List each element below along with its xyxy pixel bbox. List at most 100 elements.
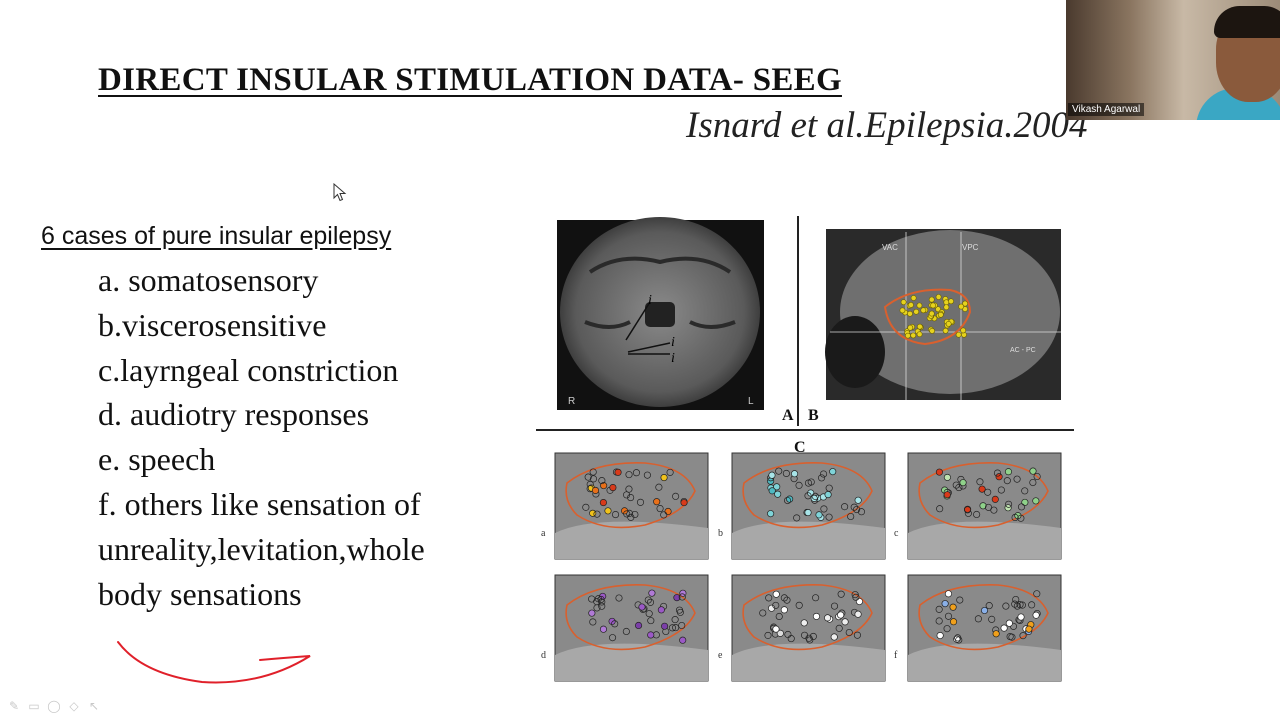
slide-title: DIRECT INSULAR STIMULATION DATA- SEEG xyxy=(98,62,842,98)
panel-label-a: A xyxy=(782,407,794,424)
mri-sagittal-panel: VAC VPC AC - PC xyxy=(825,229,1061,400)
electrode-dot xyxy=(656,505,664,513)
electrode-dot xyxy=(589,509,597,517)
insula-map-e: e xyxy=(718,574,886,682)
electrode-dot xyxy=(835,624,843,632)
mouse-cursor xyxy=(333,183,347,202)
electrode-dot xyxy=(647,617,655,625)
mri-label-i3: i xyxy=(671,351,675,366)
electrode-dot xyxy=(591,486,600,494)
electrode-dot xyxy=(774,490,782,498)
electrode-dot xyxy=(772,625,780,633)
electrode-dot xyxy=(1029,478,1037,487)
electrode-dot xyxy=(830,602,839,610)
electrode-dot xyxy=(775,612,783,621)
electrode-dot xyxy=(804,479,813,487)
electrode-dot xyxy=(941,600,949,608)
electrode-dot xyxy=(824,491,832,499)
electrode-dot xyxy=(1011,513,1019,522)
electrode-dot xyxy=(853,505,861,514)
sagittal-label-acpc: AC - PC xyxy=(1010,347,1036,354)
annotation-toolbar[interactable]: ✎ ▭ ◯ ◇ ↖ xyxy=(6,699,102,713)
electrode-dot xyxy=(928,296,935,303)
electrode-dot xyxy=(857,508,866,516)
electrode-dot xyxy=(809,632,817,640)
citation: Isnard et al.Epilepsia.2004 xyxy=(686,105,1088,146)
electrode-dot xyxy=(993,469,1002,477)
list-item: d. audiotry responses xyxy=(98,396,370,433)
electrode-dot xyxy=(1021,487,1029,495)
electrode-dot xyxy=(837,590,845,598)
electrode-dot xyxy=(775,467,783,475)
electrode-dot xyxy=(980,606,989,615)
electrode-dot xyxy=(959,479,967,487)
electrode-dot xyxy=(935,617,943,625)
electrode-dot xyxy=(853,631,861,639)
list-item: a. somatosensory xyxy=(98,262,319,298)
electrode-dot xyxy=(936,505,944,513)
electrode-dot xyxy=(820,505,828,513)
electrode-dot xyxy=(657,606,665,614)
pen-icon[interactable]: ✎ xyxy=(8,699,20,713)
electrode-dot xyxy=(928,310,935,317)
mri-label-i2: i xyxy=(671,335,675,350)
electrode-dot xyxy=(851,591,859,599)
electrode-dot xyxy=(990,506,998,514)
electrode-dot xyxy=(1028,601,1036,609)
participant-name: Vikash Agarwal xyxy=(1068,103,1145,116)
pointer-icon[interactable]: ↖ xyxy=(88,699,100,713)
electrode-dot xyxy=(1019,632,1027,640)
electrode-dot xyxy=(907,310,913,317)
electrode-dot xyxy=(604,507,612,515)
electrode-dot xyxy=(661,622,669,630)
electrode-dot xyxy=(943,625,951,633)
electrode-dot xyxy=(1005,619,1013,627)
electrode-dot xyxy=(1005,500,1013,508)
electrode-dot xyxy=(945,321,952,327)
electrode-dot xyxy=(671,616,679,624)
electrode-dot xyxy=(584,473,592,481)
electrode-dot xyxy=(910,332,917,339)
rectangle-icon[interactable]: ▭ xyxy=(28,699,40,713)
electrode-dot xyxy=(955,331,962,338)
insula-map-b: b xyxy=(718,452,886,560)
sub-panel-label-f: f xyxy=(894,650,898,661)
electrode-dot xyxy=(795,601,803,609)
electrode-dot xyxy=(958,303,965,310)
electrode-dot xyxy=(1011,600,1019,608)
electrode-dot xyxy=(1002,602,1010,610)
electrode-dot xyxy=(960,327,967,334)
electrode-dot xyxy=(824,614,832,622)
electrode-dot xyxy=(984,488,992,496)
orientation-label-l: L xyxy=(748,396,754,407)
electrode-dot xyxy=(935,294,942,300)
insula-map-f: f xyxy=(894,574,1062,682)
electrode-dot xyxy=(1017,613,1025,621)
electrode-dot xyxy=(679,636,687,644)
electrode-dot xyxy=(820,470,828,478)
electrode-dot xyxy=(632,469,640,477)
highlighter-icon[interactable]: ◇ xyxy=(69,699,79,713)
electrode-dot xyxy=(936,631,944,640)
electrode-dot xyxy=(1017,514,1025,522)
electrode-dot xyxy=(811,492,819,500)
case-list: a. somatosensory b.viscerosensitive c.la… xyxy=(98,258,425,616)
electrode-dots xyxy=(899,294,968,339)
electrode-dot xyxy=(648,589,656,597)
electrode-dot xyxy=(784,630,792,639)
electrode-dot xyxy=(810,494,818,502)
orientation-label-r: R xyxy=(568,396,575,407)
participant-video[interactable]: Vikash Agarwal xyxy=(1066,0,1280,120)
electrode-dot xyxy=(627,513,635,521)
electrode-dot xyxy=(772,590,780,598)
electrode-dot xyxy=(1013,602,1021,610)
electrode-dot xyxy=(841,618,849,626)
insula-map-a: a xyxy=(541,452,709,560)
electrode-dot xyxy=(949,603,957,611)
electrode-dot xyxy=(807,489,815,497)
electrode-dot xyxy=(614,468,622,476)
electrode-dot xyxy=(795,481,803,489)
electrode-dot xyxy=(815,511,823,519)
electrode-dot xyxy=(992,630,1000,638)
circle-icon[interactable]: ◯ xyxy=(47,699,61,713)
